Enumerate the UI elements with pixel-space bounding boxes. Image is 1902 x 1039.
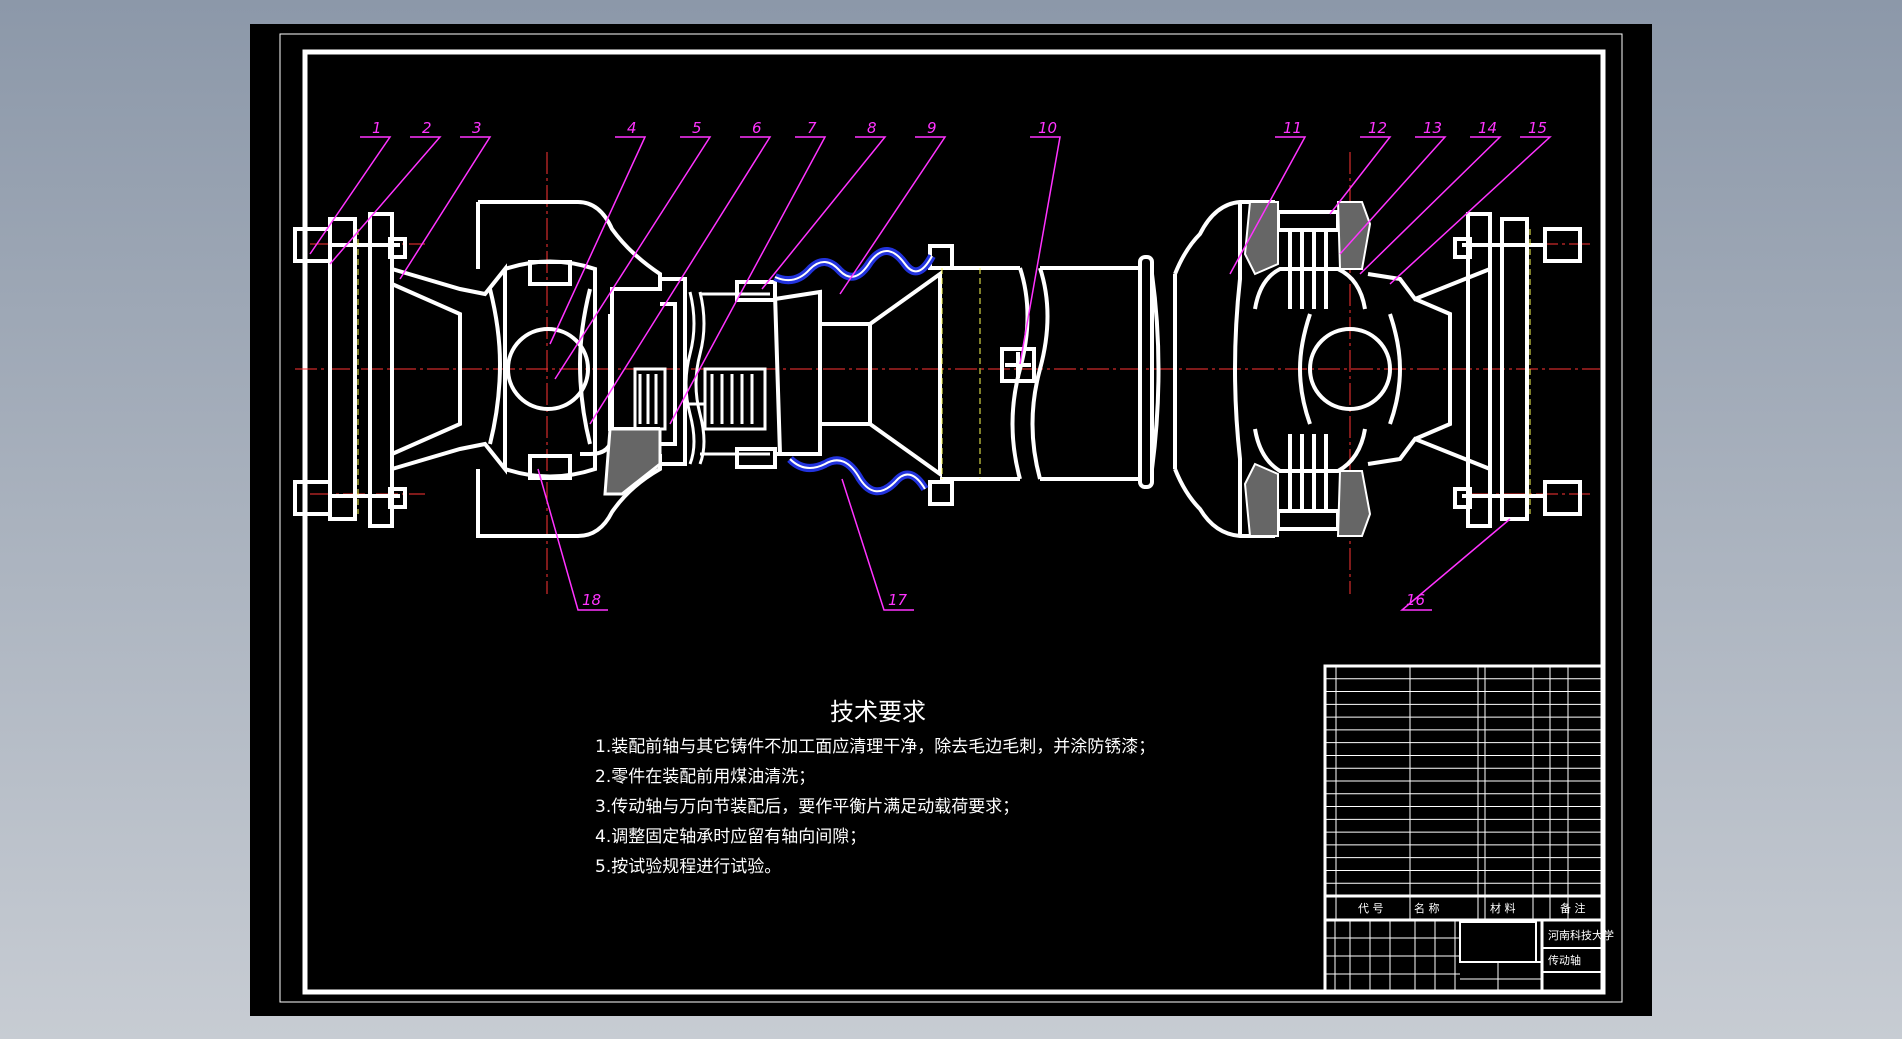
tube-shaft xyxy=(940,266,1140,481)
drawing-sheet: 1 2 3 4 5 6 7 8 9 10 11 12 13 14 15 16 1… xyxy=(250,24,1652,1016)
title-grid xyxy=(1325,920,1460,992)
part-label-7: 7 xyxy=(807,119,817,137)
boot-bottom-outline xyxy=(789,458,926,493)
tech-requirement-3: 3.传动轴与万向节装配后，要作平衡片满足动载荷要求； xyxy=(595,797,1020,817)
title-block xyxy=(1459,920,1603,992)
right-fork xyxy=(1138,200,1275,538)
part-label-10: 10 xyxy=(1038,119,1057,137)
parts-list xyxy=(1323,664,1605,994)
header-material: 材 料 xyxy=(1490,901,1516,915)
outer-frame xyxy=(279,33,1623,1003)
part-label-9: 9 xyxy=(927,119,937,137)
tube-hidden xyxy=(941,268,981,479)
left-flange xyxy=(293,212,407,528)
part-label-8: 8 xyxy=(867,119,877,137)
part-label-4: 4 xyxy=(627,119,637,137)
part-label-13: 13 xyxy=(1423,119,1442,137)
tech-requirement-2: 2.零件在装配前用煤油清洗； xyxy=(595,767,816,787)
right-section-b xyxy=(1243,462,1279,537)
part-label-6: 6 xyxy=(752,119,762,137)
part-label-11: 11 xyxy=(1283,119,1302,137)
part-label-5: 5 xyxy=(692,119,702,137)
slip-sleeve xyxy=(735,244,954,506)
assembly-drawing: 1 2 3 4 5 6 7 8 9 10 11 12 13 14 15 16 1… xyxy=(279,33,1623,1003)
right-section-d xyxy=(1336,470,1372,537)
part-label-16: 16 xyxy=(1406,591,1425,609)
leader-lines xyxy=(309,136,1552,611)
part-label-1: 1 xyxy=(372,119,382,137)
centerlines xyxy=(295,152,1600,594)
header-note: 备 注 xyxy=(1560,901,1586,915)
part-label-3: 3 xyxy=(472,119,482,137)
part-label-17: 17 xyxy=(888,591,908,609)
header-name: 名 称 xyxy=(1414,901,1440,915)
part-label-12: 12 xyxy=(1368,119,1387,137)
tech-requirements-title: 技术要求 xyxy=(830,698,926,726)
right-yoke xyxy=(1367,212,1582,528)
part-label-2: 2 xyxy=(422,119,432,137)
part-label-15: 15 xyxy=(1528,119,1547,137)
school-name: 河南科技大学 xyxy=(1548,928,1614,942)
drawing-name: 传动轴 xyxy=(1548,953,1581,967)
tech-requirement-1: 1.装配前轴与其它铸件不加工面应清理干净，除去毛边毛刺，并涂防锈漆； xyxy=(595,737,1156,757)
part-label-14: 14 xyxy=(1478,119,1497,137)
tech-requirement-4: 4.调整固定轴承时应留有轴向间隙； xyxy=(595,827,867,847)
part-label-18: 18 xyxy=(582,591,601,609)
boot-top-outline xyxy=(774,250,933,282)
right-section-c xyxy=(1336,201,1372,270)
left-fork-section xyxy=(603,427,662,496)
tech-requirement-5: 5.按试验规程进行试验。 xyxy=(595,857,782,877)
part-labels: 1 2 3 4 5 6 7 8 9 10 11 12 13 14 15 16 1… xyxy=(372,119,1547,609)
parts-grid xyxy=(1325,666,1603,920)
left-fork xyxy=(476,200,687,538)
inner-frame xyxy=(302,49,1606,995)
left-yoke xyxy=(391,259,597,480)
header-code: 代 号 xyxy=(1358,902,1384,915)
